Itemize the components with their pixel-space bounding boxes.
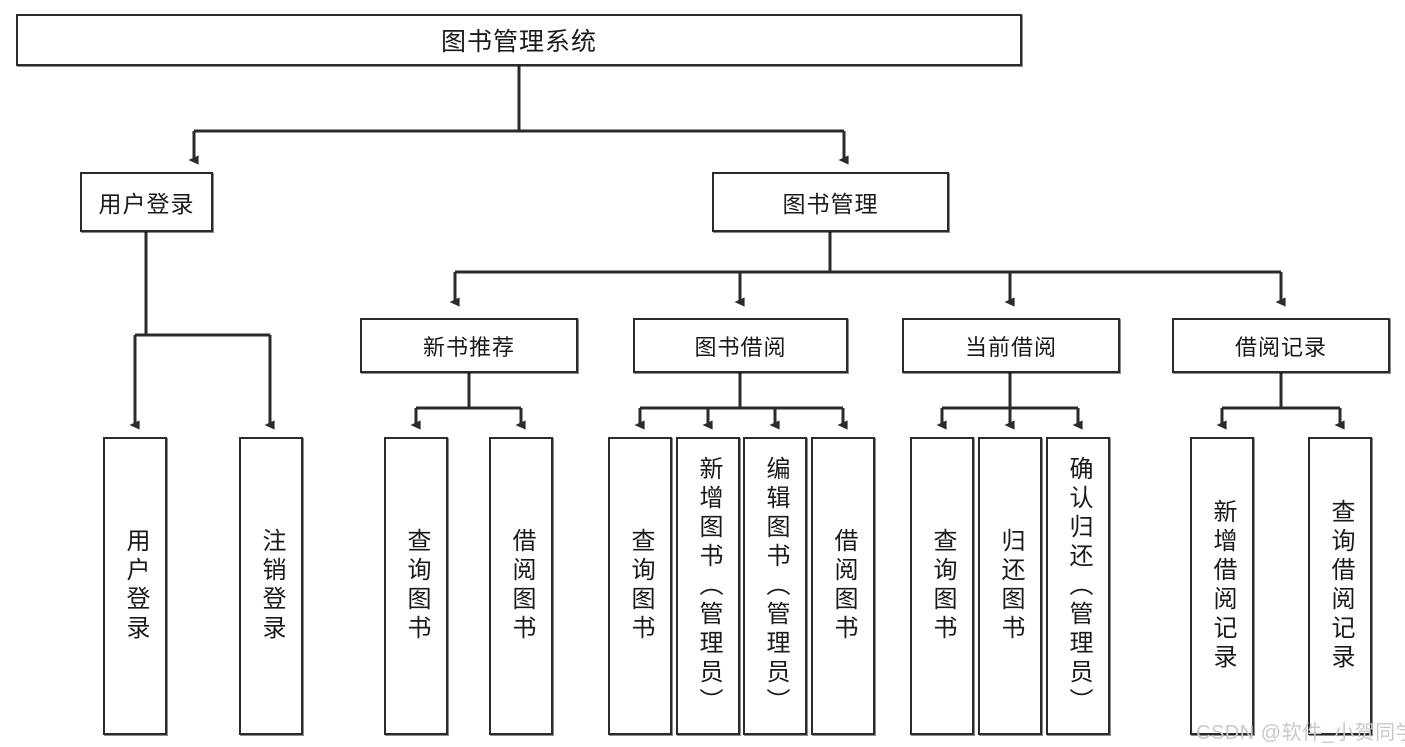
node-leaf-query-book-3[interactable]: 查询图书	[910, 437, 974, 735]
node-leaf-logout-label: 注销登录	[258, 528, 285, 644]
node-book-borrow[interactable]: 图书借阅	[633, 318, 848, 373]
node-new-book-recommend[interactable]: 新书推荐	[360, 318, 578, 373]
node-leaf-add-book[interactable]: 新增图书（管理员）	[676, 437, 740, 735]
node-leaf-query-record[interactable]: 查询借阅记录	[1308, 437, 1372, 735]
node-leaf-user-login-label: 用户登录	[122, 528, 149, 644]
node-leaf-edit-book-label: 编辑图书（管理员）	[762, 455, 789, 717]
node-leaf-logout[interactable]: 注销登录	[239, 437, 303, 735]
node-root-label: 图书管理系统	[440, 28, 597, 56]
node-leaf-borrow-book-2[interactable]: 借阅图书	[811, 437, 875, 735]
node-leaf-borrow-book-1[interactable]: 借阅图书	[489, 437, 553, 735]
node-root[interactable]: 图书管理系统	[16, 14, 1022, 66]
node-leaf-add-record-label: 新增借阅记录	[1209, 499, 1236, 673]
node-current-borrow-label: 当前借阅	[964, 334, 1057, 360]
node-leaf-return-book-label: 归还图书	[997, 528, 1024, 644]
node-book-management[interactable]: 图书管理	[712, 172, 949, 232]
node-leaf-return-book[interactable]: 归还图书	[978, 437, 1042, 735]
node-leaf-query-book-3-label: 查询图书	[929, 528, 956, 644]
node-leaf-confirm-return[interactable]: 确认归还（管理员）	[1046, 437, 1110, 735]
node-leaf-borrow-book-2-label: 借阅图书	[830, 528, 857, 644]
node-borrow-record[interactable]: 借阅记录	[1172, 318, 1390, 373]
node-leaf-edit-book[interactable]: 编辑图书（管理员）	[743, 437, 807, 735]
node-leaf-query-book-2[interactable]: 查询图书	[608, 437, 672, 735]
node-borrow-record-label: 借阅记录	[1234, 334, 1327, 360]
node-leaf-query-book-1-label: 查询图书	[403, 528, 430, 644]
node-user-login-label: 用户登录	[98, 191, 195, 217]
node-leaf-add-record[interactable]: 新增借阅记录	[1190, 437, 1254, 735]
node-new-book-recommend-label: 新书推荐	[422, 334, 515, 360]
node-leaf-query-record-label: 查询借阅记录	[1327, 499, 1354, 673]
node-leaf-borrow-book-1-label: 借阅图书	[508, 528, 535, 644]
node-leaf-add-book-label: 新增图书（管理员）	[695, 455, 722, 717]
node-leaf-query-book-2-label: 查询图书	[627, 528, 654, 644]
node-book-borrow-label: 图书借阅	[694, 334, 787, 360]
node-user-login[interactable]: 用户登录	[80, 172, 213, 232]
node-book-management-label: 图书管理	[782, 191, 879, 217]
node-leaf-query-book-1[interactable]: 查询图书	[384, 437, 448, 735]
node-leaf-user-login[interactable]: 用户登录	[103, 437, 167, 735]
csdn-watermark: CSDN @软件_小贺同学	[1196, 722, 1405, 744]
node-current-borrow[interactable]: 当前借阅	[902, 318, 1120, 373]
node-leaf-confirm-return-label: 确认归还（管理员）	[1065, 455, 1092, 717]
